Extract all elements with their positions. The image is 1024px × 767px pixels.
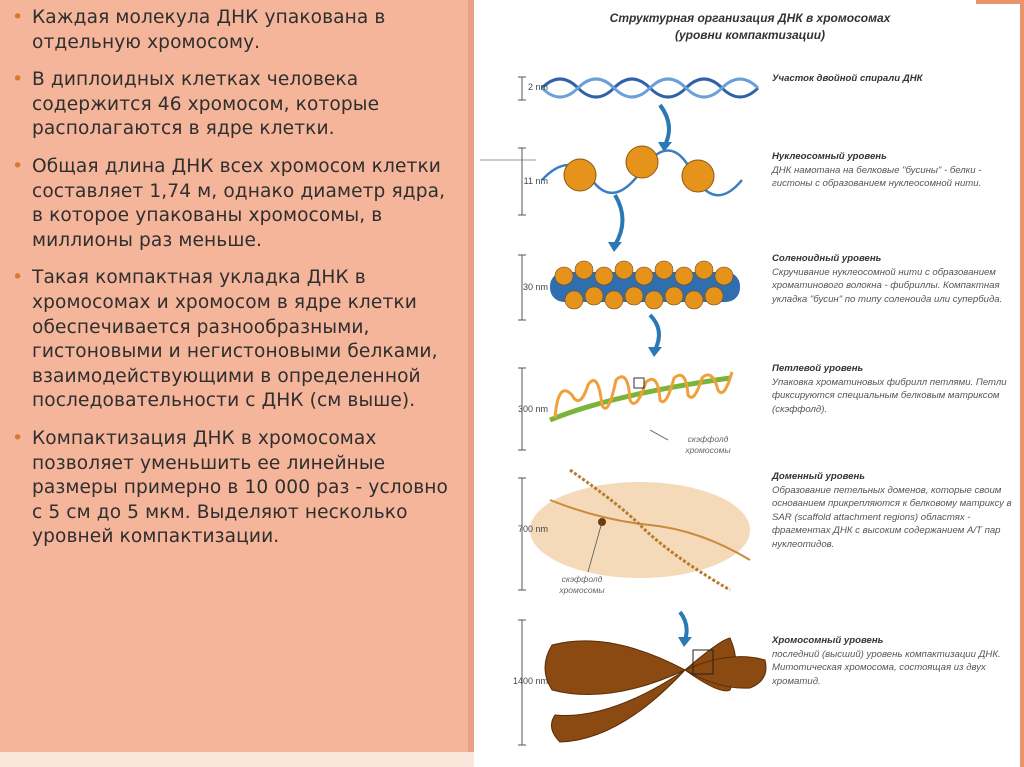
list-item: •Такая компактная укладка ДНК в хромосом… xyxy=(12,266,452,414)
bullet-icon: • xyxy=(12,67,23,92)
list-item: •Каждая молекула ДНК упакована в отдельн… xyxy=(12,6,452,55)
scale-label: 700 nm xyxy=(510,524,548,534)
level-domain: Доменный уровень Образование петельных д… xyxy=(772,470,1012,551)
text-panel: •Каждая молекула ДНК упакована в отдельн… xyxy=(0,0,474,752)
scaffold-label: скэффолд хромосомы xyxy=(673,434,743,456)
level-loop: Петлевой уровень Упаковка хроматиновых ф… xyxy=(772,362,1012,416)
solenoid-fiber xyxy=(550,261,740,309)
scale-label: 300 nm xyxy=(510,404,548,414)
scale-label: 1400 nm xyxy=(510,676,548,686)
compaction-figure: Структурная организация ДНК в хромосомах… xyxy=(480,0,1020,767)
dna-helix xyxy=(542,79,758,97)
nucleosome-string xyxy=(542,146,742,195)
level-helix: Участок двойной спирали ДНК xyxy=(772,72,1012,86)
bullet-list: •Каждая молекула ДНК упакована в отдельн… xyxy=(0,0,468,550)
scale-label: 11 nm xyxy=(510,176,548,186)
level-nucleosome: Нуклеосомный уровень ДНК намотана на бел… xyxy=(772,150,1012,191)
bullet-icon: • xyxy=(12,426,23,451)
chromatin-loops xyxy=(550,372,732,440)
list-item: •В диплоидных клетках человека содержитс… xyxy=(12,68,452,142)
bullet-icon: • xyxy=(12,265,23,290)
mitotic-chromosome xyxy=(545,638,766,742)
right-accent-bar xyxy=(1020,0,1024,767)
scale-label: 2 nm xyxy=(510,82,548,92)
bullet-icon: • xyxy=(12,154,23,179)
scaffold-label: скэффолд хромосомы xyxy=(552,574,612,596)
bullet-icon: • xyxy=(12,5,23,30)
level-chromosome: Хромосомный уровень последний (высший) у… xyxy=(772,634,1012,688)
list-item: •Компактизация ДНК в хромосомах позволяе… xyxy=(12,427,452,550)
scale-label: 30 nm xyxy=(510,282,548,292)
panel-bottom-strip xyxy=(0,752,474,767)
list-item: •Общая длина ДНК всех хромосом клетки со… xyxy=(12,155,452,253)
loop-domains xyxy=(530,470,750,590)
level-solenoid: Соленоидный уровень Скручивание нуклеосо… xyxy=(772,252,1012,306)
